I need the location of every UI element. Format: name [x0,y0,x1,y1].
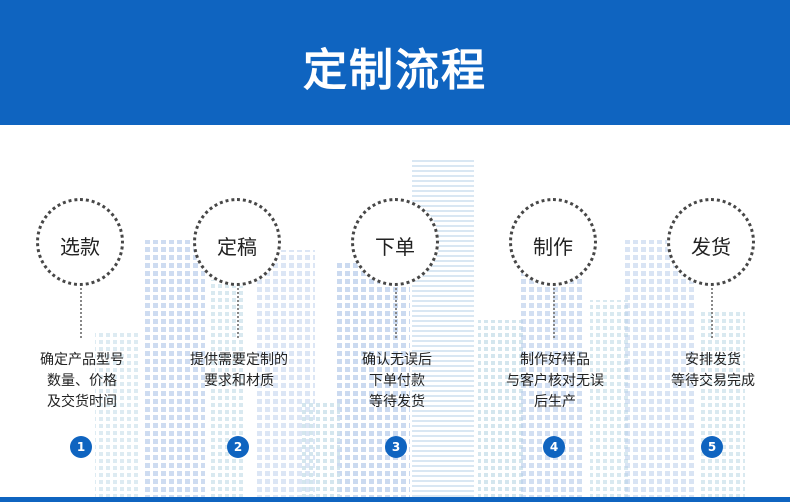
step-description-line: 等待发货 [369,394,425,410]
step-description-line: 及交货时间 [47,394,117,410]
step-number-badge: 2 [227,436,249,458]
step-description-line: 后生产 [534,394,576,410]
step-description-line: 制作好样品 [520,352,590,368]
step-description-line: 确定产品型号 [40,352,124,368]
step-3: 下单 确认无误后 下单付款 等待发货 3 [317,198,477,468]
step-description: 安排发货 等待交易完成 [633,350,790,392]
step-description: 制作好样品 与客户核对无误 后生产 [475,350,635,413]
dotted-connector [553,288,555,338]
step-1: 选款 确定产品型号 数量、价格 及交货时间 1 [2,198,162,468]
step-5: 发货 安排发货 等待交易完成 5 [633,198,790,468]
step-description-line: 确认无误后 [362,352,432,368]
city-skyline-background [95,160,745,500]
step-number-badge: 4 [543,436,565,458]
dotted-connector [80,288,82,338]
step-description-line: 等待交易完成 [671,373,755,389]
step-description-line: 数量、价格 [47,373,117,389]
dotted-connector [711,288,713,338]
step-label: 定稿 [217,235,257,259]
step-description-line: 安排发货 [685,352,741,368]
page-title: 定制流程 [303,45,487,96]
step-circle: 选款 [36,198,124,286]
dotted-connector [395,288,397,338]
step-number-badge: 3 [385,436,407,458]
step-label: 下单 [375,235,415,259]
step-label: 制作 [533,235,573,259]
step-circle: 下单 [351,198,439,286]
step-circle: 定稿 [193,198,281,286]
step-description-line: 下单付款 [369,373,425,389]
step-number-badge: 1 [70,436,92,458]
step-description-line: 提供需要定制的 [190,352,288,368]
step-circle: 发货 [667,198,755,286]
step-description-line: 要求和材质 [204,373,274,389]
step-description: 提供需要定制的 要求和材质 [159,350,319,392]
step-description: 确认无误后 下单付款 等待发货 [317,350,477,413]
header-banner: 定制流程 [0,0,790,125]
step-label: 选款 [60,235,100,259]
step-4: 制作 制作好样品 与客户核对无误 后生产 4 [475,198,635,468]
step-description: 确定产品型号 数量、价格 及交货时间 [2,350,162,413]
dotted-connector [237,288,239,338]
step-description-line: 与客户核对无误 [506,373,604,389]
step-label: 发货 [691,235,731,259]
step-circle: 制作 [509,198,597,286]
step-2: 定稿 提供需要定制的 要求和材质 2 [159,198,319,468]
bottom-divider [0,497,790,502]
step-number-badge: 5 [701,436,723,458]
